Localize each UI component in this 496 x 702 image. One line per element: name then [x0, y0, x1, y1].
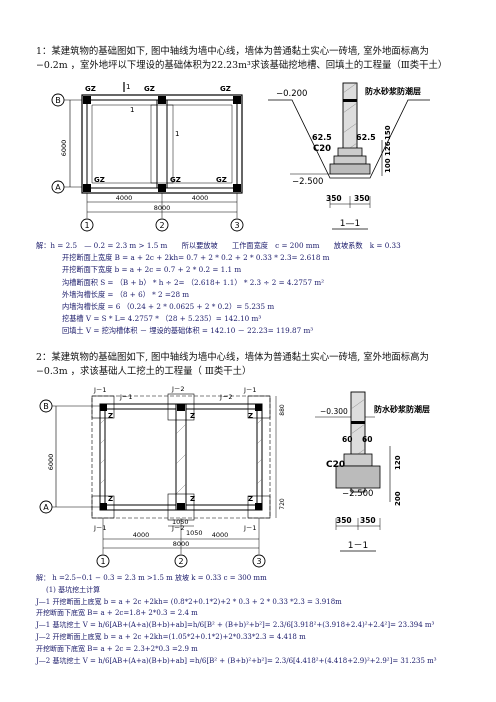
sol1-line4: 沟槽断面积 S = （B + b） * h ÷ 2= （2.618+ 1.1） …	[62, 277, 325, 287]
fig1-gz-2: GZ	[144, 85, 155, 93]
fig1-axis-1: 1	[84, 221, 89, 230]
fig2-dim-60a: 60	[342, 435, 352, 444]
fig1-gz-1: GZ	[85, 85, 96, 93]
fig1-axis-3: 3	[234, 221, 239, 230]
sol1-line8: 回填土 V = 挖沟槽体积 － 埋设的基础体积 = 142.10 － 22.23…	[62, 326, 314, 336]
sol2-line8: J—2 基坑挖土 V = h/6[AB+(A+a)(B+b)+ab] =h/6[…	[36, 656, 437, 665]
sol2-line2: (1) 基坑挖土计算	[46, 585, 101, 594]
fig2-plan: B A 6000	[39, 385, 286, 568]
fig2-dim-6000: 6000	[47, 454, 55, 471]
fig1-mark-mid: 1	[130, 106, 134, 114]
fig2-axis-2: 2	[178, 557, 183, 566]
fig2-section: −0.300 防水砂浆防潮层 60 60 C20 −2.500 120 200 …	[315, 391, 430, 552]
fig1-lvl-top: −0.200	[276, 89, 307, 99]
fig2-z-4: Z	[108, 495, 113, 503]
problem1-line1: 1：某建筑物的基础图如下, 图中轴线为墙中心线，墙体为普通黏土实心一砖墙, 室外…	[36, 46, 429, 57]
sol1-line7: 挖基槽 V = S * L= 4.2757 * （28 + 5.235）= 14…	[62, 314, 262, 324]
fig1-mark-top: 1	[126, 83, 130, 91]
solution1: 解：h = 2.5 — 0.2 = 2.3 m > 1.5 m 所以要放坡 工作…	[36, 240, 401, 338]
sol1-line5: 外墙沟槽长度 = （8 + 6） * 2 =28 m	[62, 289, 190, 299]
sol1-line1: 解：h = 2.5 — 0.2 = 2.3 m > 1.5 m 所以要放坡 工作…	[36, 241, 401, 250]
fig2-dim-4000b: 4000	[212, 531, 229, 539]
figure2: B A 6000	[39, 385, 430, 568]
fig2-lvl: −0.300	[320, 407, 348, 416]
problem1-line2: −0.2m ，室外地坪以下埋设的基础体积为22.23m³求该基础挖地槽、回填土的…	[36, 59, 448, 71]
fig1-dim-350b: 350	[354, 194, 370, 203]
fig2-j2-top: J－2	[171, 385, 185, 393]
fig2-dim-350a: 350	[336, 516, 352, 525]
fig2-j1-tl: J－1	[93, 386, 107, 394]
fig2-dim-120: 120	[394, 455, 402, 470]
sol2-line5: J—1 基坑挖土 V = h/6[AB+(A+a)(B+b)+ab]=h/6[B…	[36, 621, 435, 630]
fig1-section: −0.200 防水砂浆防潮层 62.5 62.5 C20 −2.500 100 …	[268, 82, 430, 230]
fig1-dim-625a: 62.5	[312, 133, 332, 142]
sol1-line3: 开挖断面下宽度 b = a + 2c = 0.7 + 2 * 0.2 = 1.1…	[62, 265, 242, 275]
fig1-lvl-bot: −2.500	[292, 177, 323, 187]
fig1-gz-4: GZ	[94, 176, 105, 184]
problem1-text: 1：某建筑物的基础图如下, 图中轴线为墙中心线，墙体为普通黏土实心一砖墙, 室外…	[36, 45, 447, 72]
fig2-dim-200: 200	[394, 491, 402, 506]
fig2-dim-1050a: 1050	[172, 518, 189, 526]
fig2-dim-1050b: 1050	[186, 529, 203, 537]
fig1-waterproof: 防水砂浆防潮层	[365, 86, 421, 96]
sol2-line7: 开挖断面下底宽 B= a + 2c = 2.3+2*0.3 =2.9 m	[36, 644, 198, 653]
fig2-j1-br: J－1	[243, 524, 257, 532]
solution2: 解： h =2.5−0.1 − 0.3 = 2.3 m >1.5 m 放坡 k …	[36, 573, 437, 667]
fig2-dim-350b: 350	[360, 516, 376, 525]
fig2-dim-4000a: 4000	[133, 531, 150, 539]
fig2-j1-bl: J－1	[93, 524, 107, 532]
fig1-gz-6: GZ	[216, 176, 227, 184]
fig1-dim-150: 150	[384, 125, 392, 140]
fig1-plan: B A 6000 GZ GZ GZ GZ GZ GZ 1 1 1	[51, 82, 244, 232]
fig2-z-1: Z	[108, 412, 113, 420]
fig1-dim-350a: 350	[326, 194, 342, 203]
fig2-waterproof: 防水砂浆防潮层	[374, 404, 430, 414]
fig2-axis-3: 3	[256, 557, 261, 566]
fig1-mark-right: 1	[175, 130, 179, 138]
fig2-c20: C20	[326, 460, 345, 470]
fig2-axis-1: 1	[100, 557, 105, 566]
fig2-lvl-bot: −2.500	[342, 489, 373, 499]
fig1-gz-3: GZ	[220, 85, 231, 93]
fig1-dim-625b: 62.5	[356, 133, 376, 142]
fig2-z-3: Z	[248, 412, 253, 420]
fig1-c20: C20	[313, 144, 331, 154]
fig1-axis-a: A	[55, 183, 61, 192]
fig2-j1-tr: J－1	[243, 386, 257, 394]
fig2-j2-t2: J－2	[219, 393, 233, 401]
fig2-j2-bot: J－2	[171, 524, 185, 532]
fig2-z-2: Z	[190, 412, 195, 420]
sol2-line6: J—2 开挖断面上底宽 b = a + 2c +2kh=(1.05*2+0.1*…	[36, 632, 306, 641]
problem2-line2: −0.3m ，求该基础人工挖土的工程量（ Ⅲ类干土）	[36, 365, 252, 377]
fig2-z-6: Z	[248, 495, 253, 503]
fig1-section-label: 1—1	[340, 219, 360, 229]
sol2-line4: 开挖断面下底宽 B= a + 2c=1.8+ 2*0.3 = 2.4 m	[36, 609, 198, 618]
sol1-line2: 开挖断面上宽度 B = a + 2c + 2kh= 0.7 + 2 * 0.2 …	[62, 253, 330, 263]
fig2-j1-t2: J－1	[119, 393, 133, 401]
fig2-section-label: 1－1	[348, 541, 368, 551]
fig1-axis-2: 2	[159, 221, 164, 230]
fig1-dim-4000a: 4000	[116, 194, 133, 202]
fig1-dim-4000b: 4000	[192, 194, 209, 202]
fig1-dim-126: 126	[384, 141, 392, 156]
problem2-line1: 2：某建筑物的基础图如下, 图中轴线为墙中心线，墙体为普通黏土实心一砖墙, 室外…	[36, 352, 429, 363]
fig2-z-5: Z	[190, 495, 195, 503]
sol1-line6: 内墙沟槽长度 = 6 （0.24 + 2 * 0.0625 + 2 * 0.2）…	[62, 302, 275, 312]
fig2-dim-880: 880	[279, 404, 286, 416]
fig2-dim-720: 720	[279, 498, 286, 510]
fig1-dim-100: 100	[384, 158, 392, 173]
fig1-axis-b: B	[55, 96, 61, 105]
fig1-gz-5: GZ	[170, 176, 181, 184]
figure1: B A 6000 GZ GZ GZ GZ GZ GZ 1 1 1	[51, 82, 430, 232]
sol2-line3: J—1 开挖断面上底宽 b = a + 2c +2kh= (0.8*2+0.1*…	[36, 597, 342, 606]
fig2-axis-a: A	[43, 503, 49, 512]
problem2-text: 2：某建筑物的基础图如下, 图中轴线为墙中心线，墙体为普通黏土实心一砖墙, 室外…	[36, 351, 429, 378]
fig2-axis-b: B	[43, 402, 49, 411]
fig2-dim-60b: 60	[362, 435, 372, 444]
sol2-line1: 解： h =2.5−0.1 − 0.3 = 2.3 m >1.5 m 放坡 k …	[36, 574, 267, 582]
fig1-dim-6000: 6000	[60, 140, 68, 157]
